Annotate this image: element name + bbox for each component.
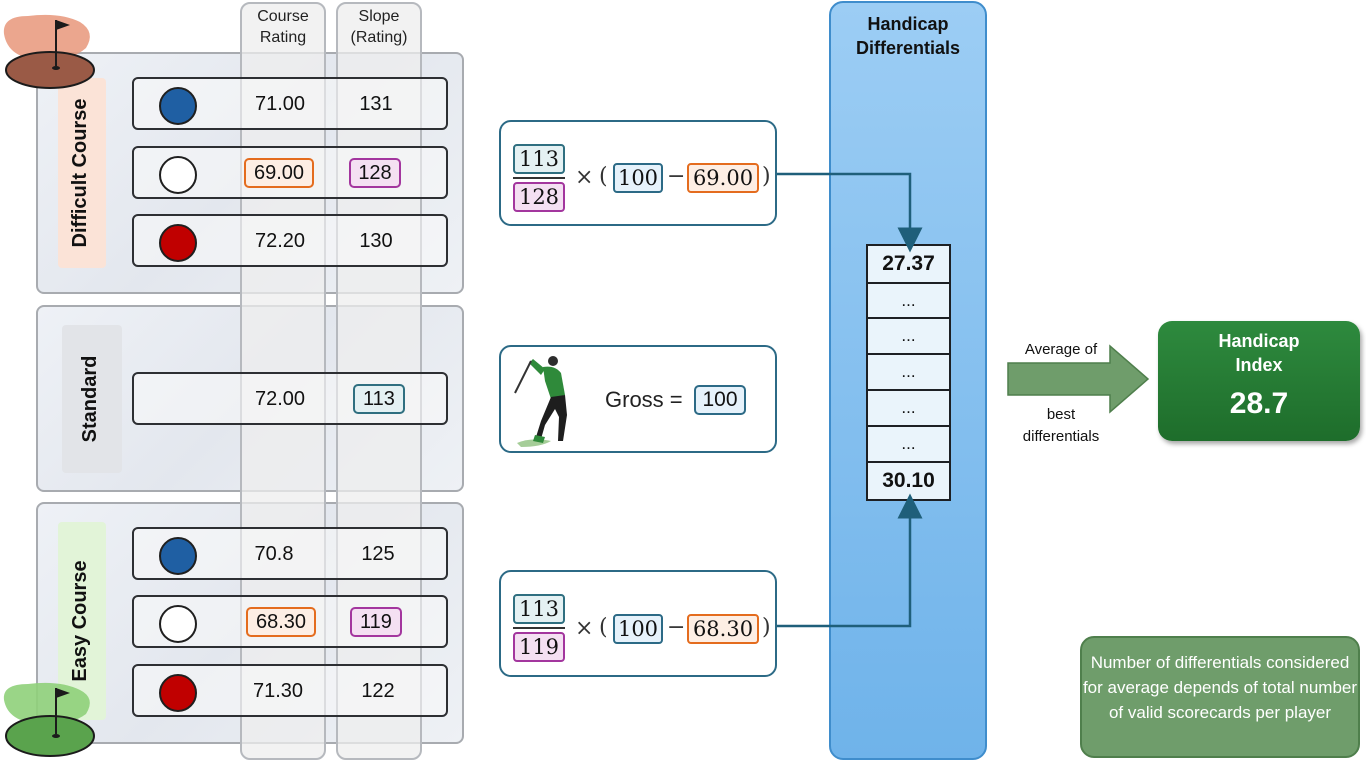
differential-cell: ...: [866, 353, 951, 391]
average-of-text: Average of: [1024, 341, 1098, 358]
gross-label: Gross =: [605, 387, 683, 412]
open-paren: (: [599, 615, 608, 640]
bottom-formula-arrow: [777, 493, 923, 628]
gross-score-card: Gross = 100: [499, 345, 777, 453]
course-rating-value: 72.00: [254, 388, 306, 410]
course-rating-value: 69.00: [244, 158, 314, 188]
handicap-index-box: Handicap Index 28.7: [1158, 321, 1360, 441]
fraction-bar: [513, 177, 565, 179]
course-slope: 128: [513, 182, 565, 212]
differential-formula-easy: 113 119 × ( 100 − 68.30 ): [499, 570, 777, 677]
easy-row-red: 71.30 122: [132, 664, 448, 717]
differentials-title: Handicap Differentials: [855, 14, 961, 58]
green-flag-green-icon: [3, 682, 95, 757]
handicap-index-value: 28.7: [1229, 387, 1289, 420]
differential-formula-difficult: 113 128 × ( 100 − 69.00 ): [499, 120, 777, 226]
handicap-index-title: Handicap Index: [1218, 331, 1300, 375]
golfer-icon: [514, 356, 567, 447]
course-slope: 119: [513, 632, 565, 662]
easy-row-blue: 70.8 125: [132, 527, 448, 580]
red-tee-icon: [159, 674, 197, 712]
best-differentials-text: best differentials: [1022, 406, 1100, 445]
slope-value: 125: [361, 543, 395, 565]
white-tee-icon: [159, 605, 197, 643]
close-paren: ): [762, 615, 771, 640]
standard-label-highlight: [62, 325, 122, 473]
slope-value: 119: [350, 607, 402, 637]
open-paren: (: [599, 164, 608, 189]
white-tee-icon: [159, 156, 197, 194]
difficult-row-white: 69.00 128: [132, 146, 448, 199]
fraction-bar: [513, 627, 565, 629]
easy-row-white: 68.30 119: [132, 595, 448, 648]
minus-sign: −: [667, 164, 686, 189]
slope-header: Slope (Rating): [350, 8, 408, 46]
slope-value: 131: [359, 93, 393, 115]
differential-cell: ...: [866, 389, 951, 427]
differential-cell: ...: [866, 282, 951, 319]
slope-value: 130: [359, 230, 393, 252]
slope-value: 113: [353, 384, 405, 414]
difficult-label-highlight: [58, 78, 106, 268]
difficult-row-red: 72.20 130: [132, 214, 448, 267]
course-rating-value: 71.00: [254, 93, 306, 115]
times-sign: ×: [575, 165, 594, 190]
red-flag-green-icon: [3, 14, 95, 89]
course-rating-value: 68.30: [246, 607, 316, 637]
standard-slope: 113: [513, 144, 565, 174]
slope-value: 122: [361, 680, 395, 702]
close-paren: ): [762, 164, 771, 189]
course-rating-value: 70.8: [254, 543, 294, 565]
slope-value: 128: [349, 158, 401, 188]
differentials-note: Number of differentials considered for a…: [1080, 636, 1360, 758]
differential-cell: ...: [866, 425, 951, 463]
course-rating: 68.30: [687, 614, 759, 644]
gross-score: 100: [613, 614, 663, 644]
standard-row: 72.00 113: [132, 372, 448, 425]
average-arrow: [1007, 344, 1150, 414]
blue-tee-icon: [159, 87, 197, 125]
course-rating: 69.00: [687, 163, 759, 193]
top-formula-arrow: [777, 172, 923, 253]
difficult-row-blue: 71.00 131: [132, 77, 448, 130]
blue-tee-icon: [159, 537, 197, 575]
times-sign: ×: [575, 616, 594, 641]
gross-score: 100: [613, 163, 663, 193]
gross-value: 100: [694, 385, 746, 415]
course-rating-header: Course Rating: [257, 8, 309, 46]
course-rating-value: 71.30: [252, 680, 304, 702]
course-rating-value: 72.20: [254, 230, 306, 252]
red-tee-icon: [159, 224, 197, 262]
standard-slope: 113: [513, 594, 565, 624]
minus-sign: −: [667, 615, 686, 640]
